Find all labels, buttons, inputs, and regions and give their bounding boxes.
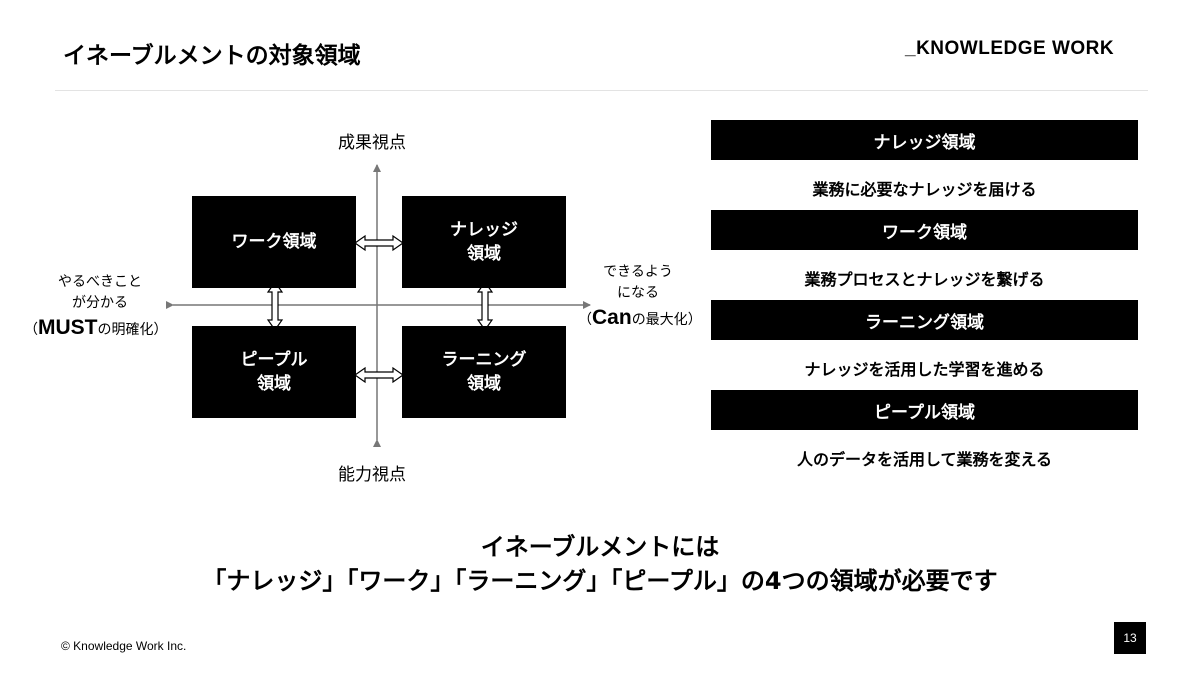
axis-top-label: 成果視点 (338, 133, 406, 153)
page-number: 13 (1114, 622, 1146, 654)
domain-bar-work: ワーク領域 (711, 210, 1138, 250)
header-divider (55, 90, 1148, 91)
domain-bar-people: ピープル領域 (711, 390, 1138, 430)
left-axis-must: （MUSTの明確化） (24, 316, 168, 339)
domain-bar-learning: ラーニング領域 (711, 300, 1138, 340)
domain-desc-learning: ナレッジを活用した学習を進める (804, 360, 1045, 379)
quadrant-work: ワーク領域 (192, 196, 356, 288)
left-axis-caption: やるべきこと が分かる (58, 274, 142, 311)
domain-bar-knowledge: ナレッジ領域 (711, 120, 1138, 160)
right-axis-caption: できるよう になる (603, 264, 673, 301)
double-arrow-right (476, 280, 494, 332)
double-arrow-bottom (353, 366, 405, 384)
quadrant-learning: ラーニング領域 (402, 326, 566, 418)
right-axis-can: （Canの最大化） (578, 306, 702, 329)
domain-desc-people: 人のデータを活用して業務を変える (796, 450, 1053, 469)
quadrant-people: ピープル領域 (192, 326, 356, 418)
domain-desc-work: 業務プロセスとナレッジを繋げる (804, 270, 1045, 289)
brand-logo: _KNOWLEDGE WORK (905, 38, 1115, 59)
page-title: イネーブルメントの対象領域 (63, 43, 361, 69)
key-message: イネーブルメントには 「ナレッジ」「ワーク」「ラーニング」「ピープル」の4つの領… (202, 533, 998, 595)
copyright-text: © Knowledge Work Inc. (61, 639, 187, 653)
quadrant-knowledge: ナレッジ領域 (402, 196, 566, 288)
domain-desc-knowledge: 業務に必要なナレッジを届ける (812, 180, 1037, 199)
axis-bottom-label: 能力視点 (338, 465, 406, 485)
double-arrow-top (353, 234, 405, 252)
double-arrow-left (266, 280, 284, 332)
